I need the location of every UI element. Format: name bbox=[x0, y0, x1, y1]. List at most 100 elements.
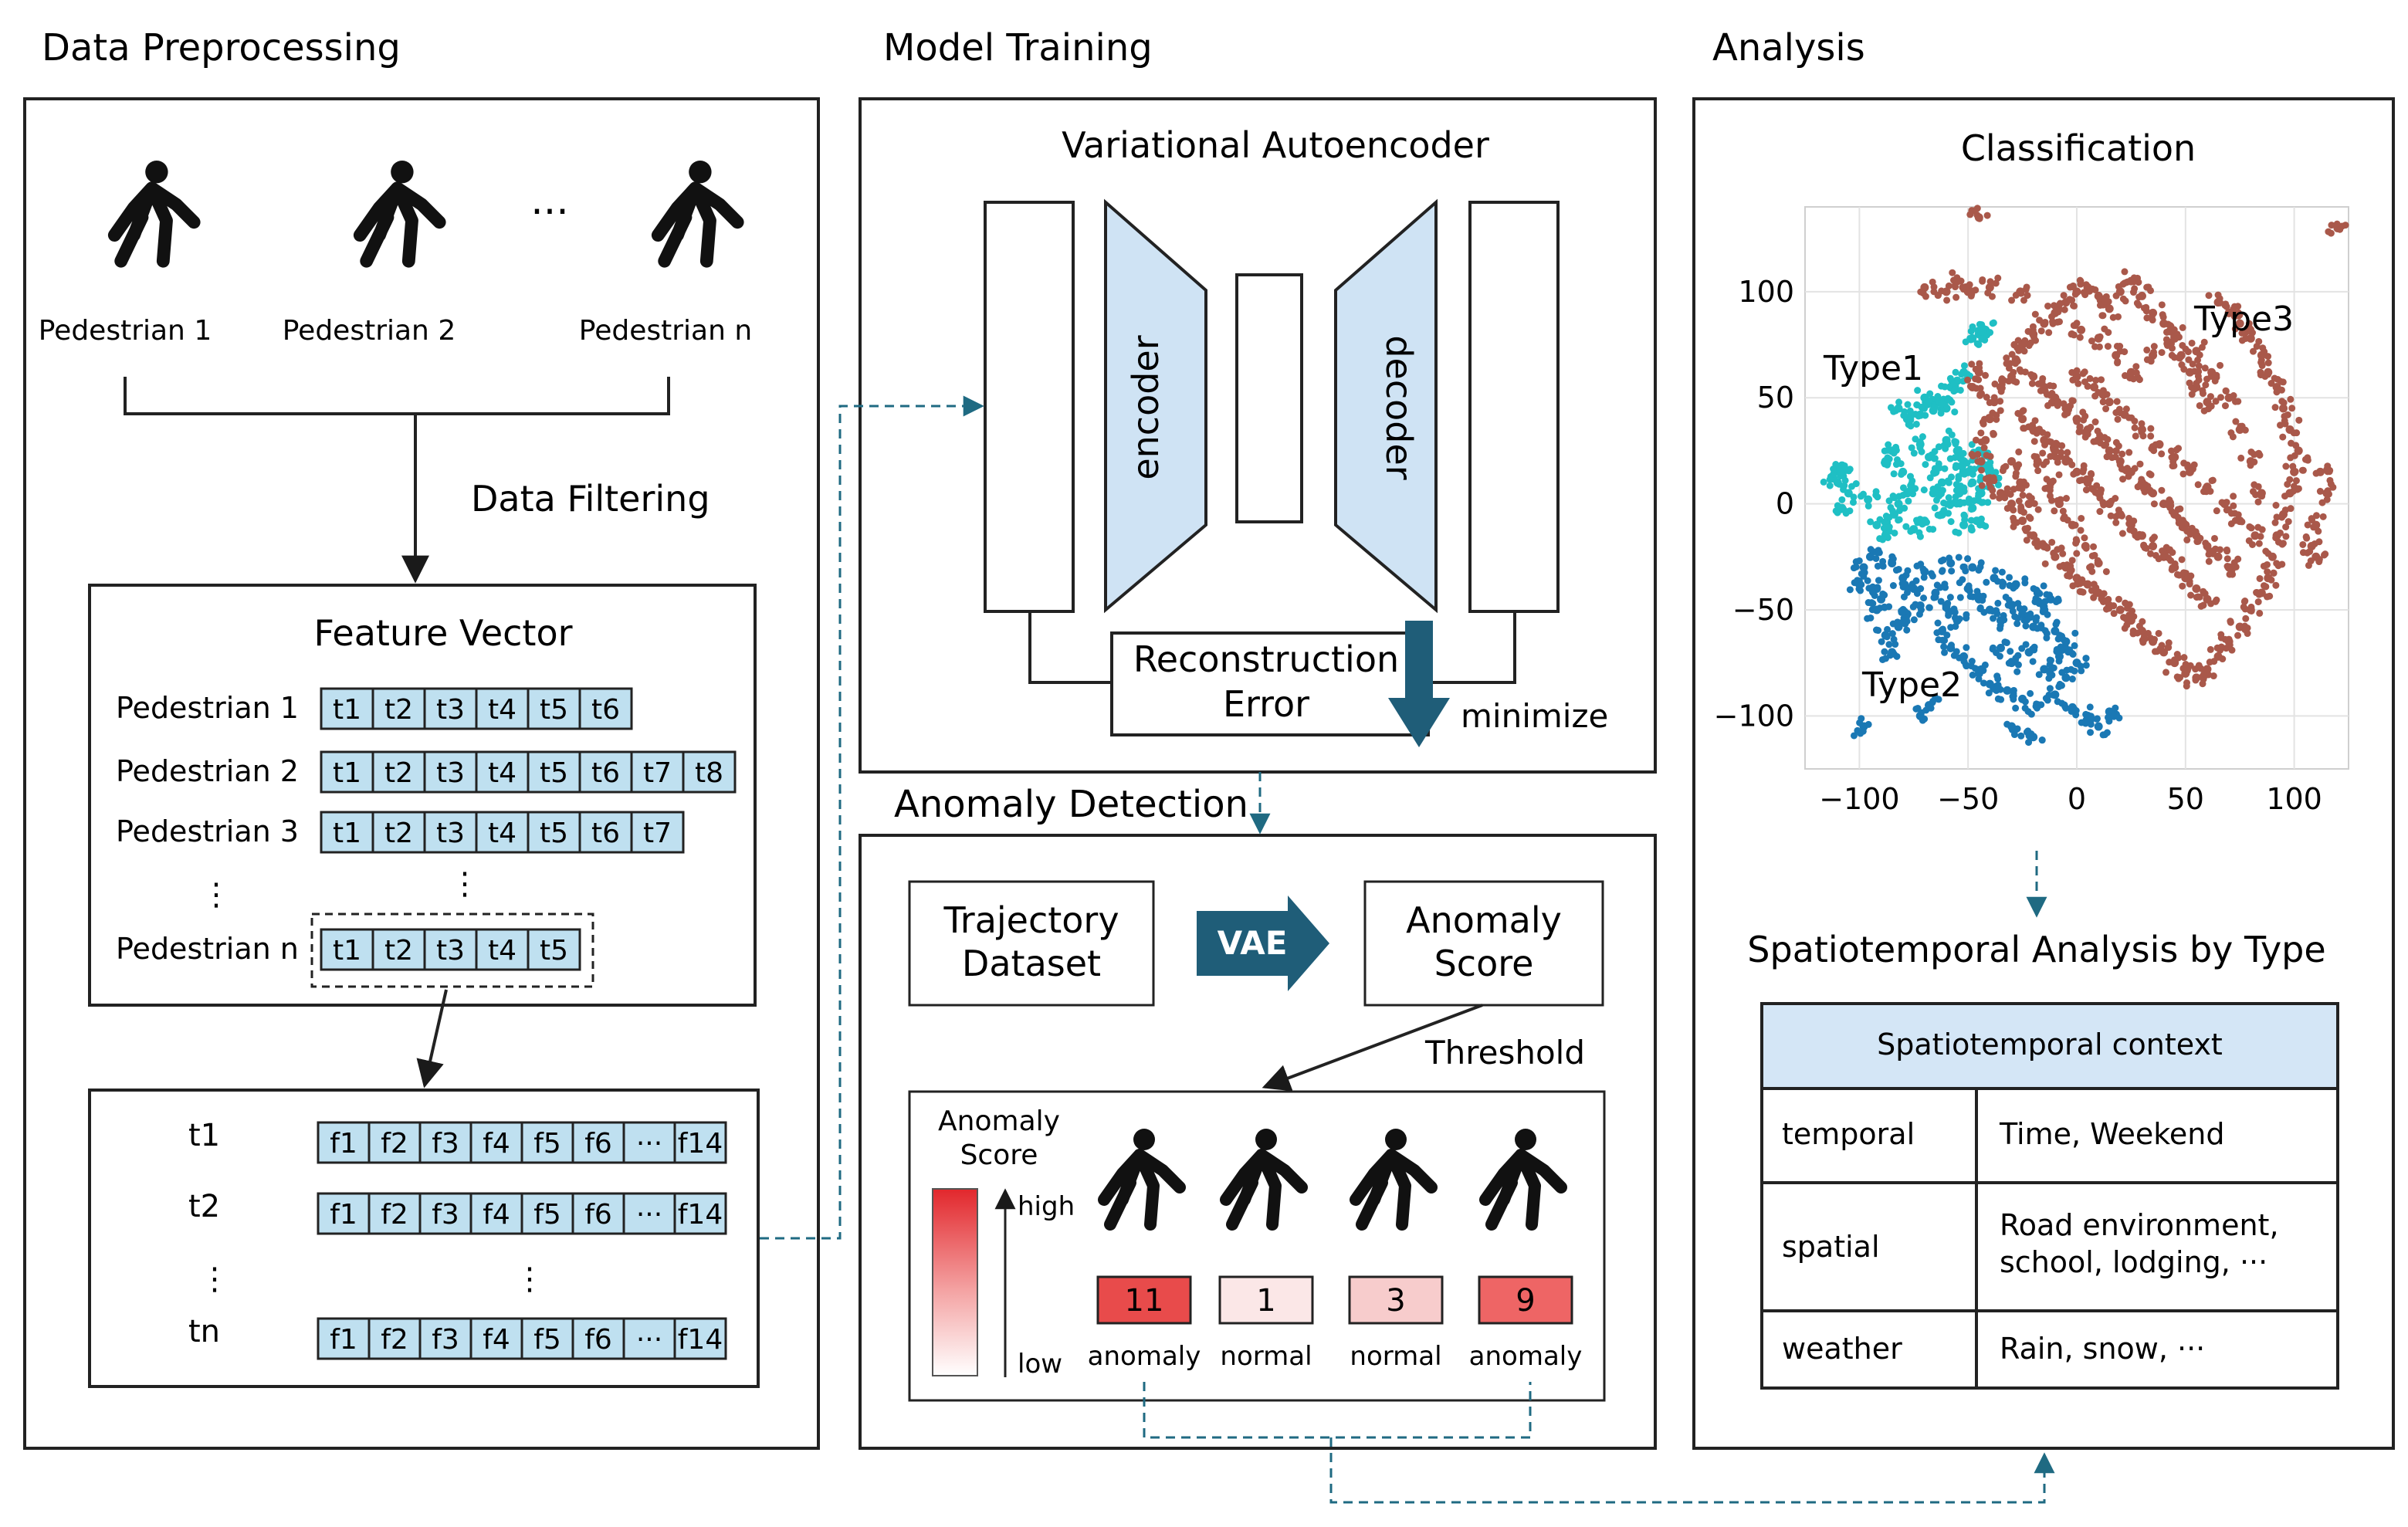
scatter-point bbox=[1844, 489, 1853, 498]
scatter-point bbox=[2308, 516, 2316, 524]
score-box bbox=[1218, 1275, 1314, 1325]
scatter-point bbox=[2256, 574, 2264, 582]
scatter-point bbox=[1968, 658, 1976, 665]
scatter-point bbox=[2241, 605, 2249, 613]
scatter-point bbox=[1991, 380, 1999, 388]
scatter-point bbox=[1892, 443, 1900, 451]
scatter-point bbox=[2053, 648, 2061, 655]
scatter-point bbox=[2093, 715, 2101, 723]
scatter-point bbox=[1913, 590, 1921, 598]
scatter-point bbox=[2186, 530, 2194, 538]
scatter-point bbox=[2286, 489, 2294, 497]
feature-cell bbox=[673, 1192, 727, 1235]
scatter-point bbox=[2200, 601, 2207, 609]
scatter-point bbox=[2179, 323, 2186, 331]
scatter-point bbox=[2077, 526, 2085, 534]
scatter-point bbox=[2222, 387, 2230, 394]
y-tick-label: −50 bbox=[1732, 593, 1794, 627]
reconstruction-connector bbox=[1028, 611, 1516, 684]
scatter-point bbox=[2139, 432, 2147, 440]
latent-layer bbox=[1235, 273, 1303, 523]
scatter-point bbox=[1940, 506, 1948, 514]
scatter-point bbox=[2052, 306, 2060, 313]
scatter-point bbox=[2213, 371, 2220, 379]
scatter-point bbox=[1901, 408, 1908, 415]
scatter-point bbox=[1947, 473, 1955, 481]
scatter-point bbox=[2092, 377, 2100, 384]
scatter-point bbox=[1830, 470, 1837, 478]
scatter-point bbox=[2206, 393, 2214, 401]
feature-cell bbox=[317, 1317, 371, 1360]
scatter-point bbox=[1967, 327, 1975, 335]
scatter-point bbox=[1996, 494, 2003, 502]
scatter-point bbox=[1967, 526, 1975, 533]
scatter-point bbox=[1973, 340, 1981, 347]
scatter-point bbox=[2175, 654, 2183, 662]
scatter-point bbox=[1952, 493, 1959, 500]
scatter-point bbox=[2030, 334, 2037, 341]
scatter-point bbox=[2112, 704, 2119, 712]
threshold-label: Threshold bbox=[1424, 1034, 1585, 1072]
scatter-point bbox=[2205, 550, 2213, 558]
scatter-point bbox=[1993, 577, 2001, 585]
scatter-point bbox=[2048, 538, 2056, 546]
scatter-point bbox=[2325, 468, 2333, 476]
scatter-point bbox=[2012, 469, 2020, 477]
scatter-point bbox=[2324, 487, 2332, 495]
scatter-point bbox=[1991, 397, 1999, 405]
scatter-point bbox=[2029, 323, 2037, 330]
scatter-point bbox=[1872, 554, 1880, 562]
anomaly-score-box bbox=[1363, 880, 1604, 1007]
scatter-point bbox=[2061, 701, 2068, 709]
trajectory-cell-label: t4 bbox=[488, 757, 516, 789]
scatter-point bbox=[2230, 493, 2237, 500]
scatter-point bbox=[1936, 584, 1944, 591]
scatter-point bbox=[1858, 570, 1865, 577]
scatter-point bbox=[2162, 543, 2170, 551]
scatter-point bbox=[1889, 582, 1897, 590]
scatter-point bbox=[1849, 499, 1857, 506]
scatter-point bbox=[2082, 544, 2090, 552]
scatter-point bbox=[2238, 329, 2246, 337]
scatter-point bbox=[2141, 544, 2149, 552]
scatter-point bbox=[1994, 599, 2002, 607]
scatter-point bbox=[2013, 620, 2021, 628]
scatter-point bbox=[1884, 625, 1892, 633]
scatter-point bbox=[1931, 504, 1939, 512]
scatter-point bbox=[1834, 509, 1841, 516]
threshold-arrow bbox=[1262, 1004, 1483, 1092]
scatter-point bbox=[1956, 386, 1964, 394]
scatter-point bbox=[1919, 520, 1926, 528]
scatter-series bbox=[1917, 205, 2349, 690]
scatter-point bbox=[2013, 668, 2021, 675]
scatter-point bbox=[1820, 478, 1827, 486]
scatter-point bbox=[2105, 398, 2114, 407]
scatter-point bbox=[1949, 269, 1956, 276]
scatter-point bbox=[2110, 602, 2118, 610]
scatter-point bbox=[1943, 296, 1951, 304]
scatter-point bbox=[2264, 353, 2272, 361]
scatter-point bbox=[2183, 536, 2191, 543]
scatter-point bbox=[1915, 611, 1923, 618]
x-tick-label: 100 bbox=[2266, 782, 2322, 816]
scatter-point bbox=[2104, 435, 2112, 443]
scatter-point bbox=[1973, 211, 1981, 218]
scatter-point bbox=[2064, 409, 2071, 417]
score-value: 1 bbox=[1256, 1283, 1275, 1319]
scatter-point bbox=[1965, 499, 1973, 506]
spatiotemporal-title: Spatiotemporal Analysis by Type bbox=[1747, 929, 2325, 970]
trajectory-cell bbox=[423, 687, 478, 730]
scatter-point bbox=[2254, 598, 2262, 606]
feature-cell-label: f2 bbox=[381, 1128, 408, 1160]
scatter-point bbox=[1960, 470, 1968, 478]
trajectory-cell-label: t5 bbox=[540, 818, 568, 849]
scatter-point bbox=[2041, 318, 2049, 326]
scatter-point bbox=[1907, 416, 1915, 424]
scatter-point bbox=[1942, 604, 1949, 611]
scatter-point bbox=[2151, 635, 2159, 643]
scatter-point bbox=[2035, 671, 2043, 679]
scatter-point bbox=[2328, 222, 2335, 229]
scatter-point bbox=[2119, 295, 2127, 303]
trajectory-cell-label: t5 bbox=[540, 935, 568, 967]
